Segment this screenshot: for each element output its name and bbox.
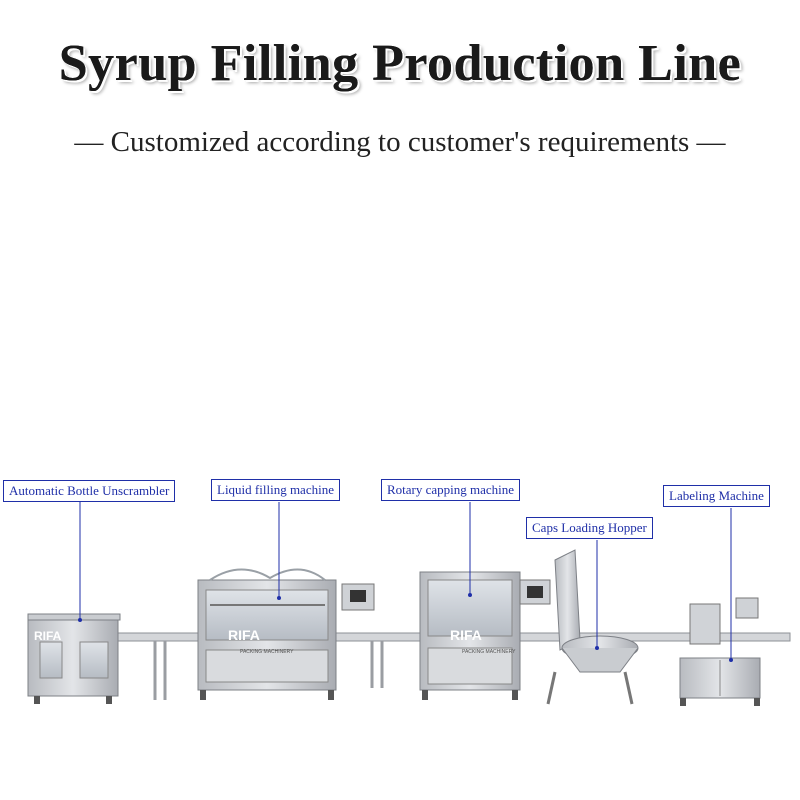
callout-dots (78, 593, 733, 662)
filler-logo: RIFA (228, 627, 260, 643)
unscrambler-logo: RIFA (34, 629, 62, 643)
production-line-diagram: RIFA RIFA PACKING MACHINERY RIFA (0, 470, 800, 730)
page-subtitle: — Customized according to customer's req… (74, 126, 726, 158)
callout-labeling-machine: Labeling Machine (663, 485, 770, 507)
bottle-unscrambler-machine: RIFA (27, 613, 121, 704)
callout-caps-loading-hopper: Caps Loading Hopper (526, 517, 653, 539)
capper-logo-subtext: PACKING MACHINERY (462, 649, 516, 655)
liquid-filling-machine: RIFA PACKING MACHINERY (197, 568, 375, 700)
filler-logo-subtext: PACKING MACHINERY (240, 649, 294, 655)
callout-liquid-filling-machine: Liquid filling machine (211, 479, 340, 501)
callout-bottle-unscrambler: Automatic Bottle Unscrambler (3, 480, 176, 502)
labeling-machine (679, 597, 761, 706)
production-line-illustration: RIFA RIFA PACKING MACHINERY RIFA (27, 502, 791, 706)
capper-logo: RIFA (450, 627, 482, 643)
caps-loading-hopper (546, 549, 639, 705)
page-title: Syrup Filling Production Line (58, 35, 742, 92)
callout-rotary-capping-machine: Rotary capping machine (381, 479, 521, 501)
callout-leaders (79, 502, 732, 660)
